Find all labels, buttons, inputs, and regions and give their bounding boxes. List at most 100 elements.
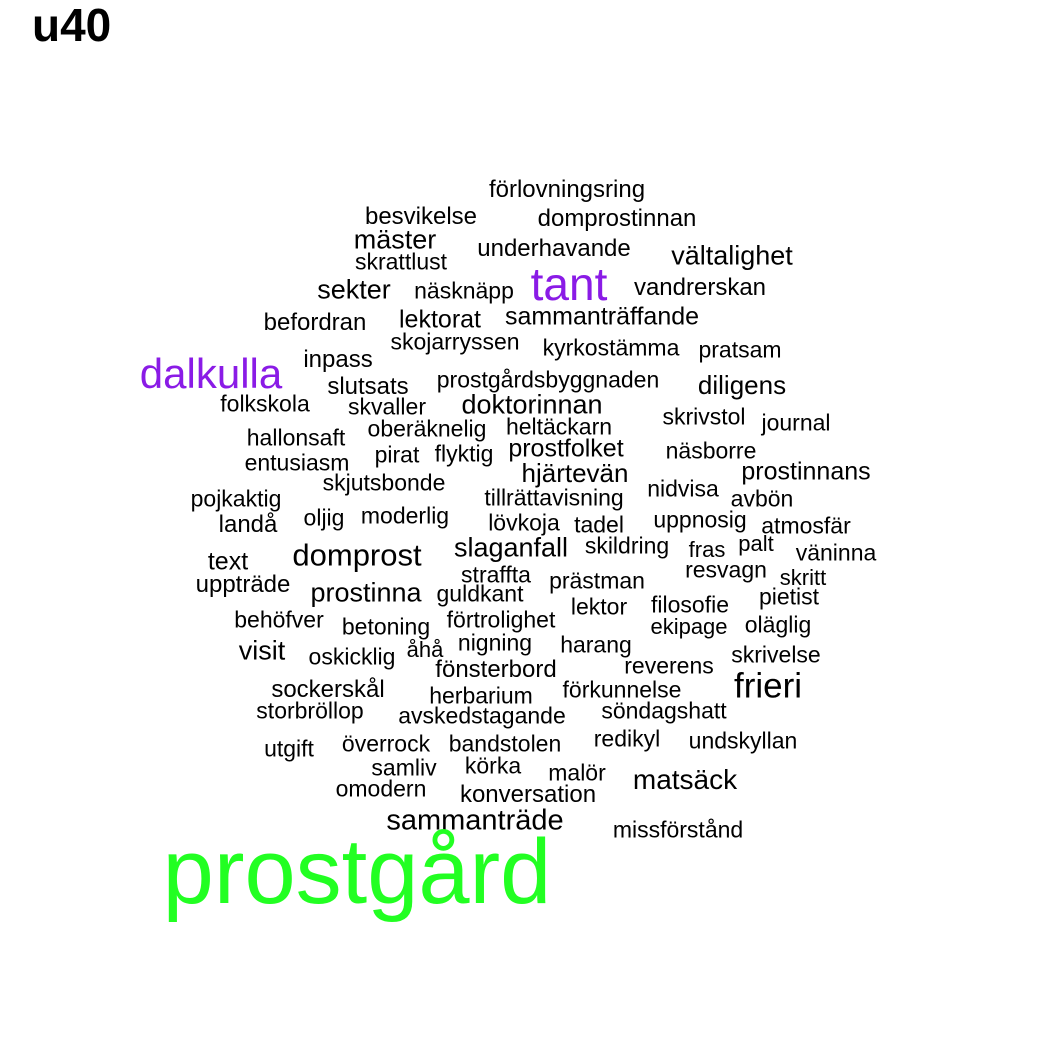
word-79: reverens [624,652,714,679]
word-22: diligens [697,370,787,400]
word-13: lektorat [399,305,481,334]
word-15: skojarryssen [390,328,520,355]
word-98: sammanträde [386,804,564,837]
word-78: fönsterbord [435,656,557,683]
word-3: domprostinnan [537,205,697,232]
word-83: förkunnelse [562,676,682,703]
word-43: oljig [303,504,345,531]
word-51: slaganfall [453,532,569,563]
word-24: skvaller [348,393,426,420]
word-20: slutsats [327,373,409,400]
word-74: harang [560,631,632,658]
word-48: uppnosig [653,506,747,533]
word-47: tadel [574,511,624,538]
word-95: matsäck [632,764,738,795]
word-73: nigning [457,629,533,656]
word-38: skjutsbonde [322,469,446,496]
word-23: folkskola [220,390,310,417]
word-94: malör [548,759,606,786]
word-68: förtrolighet [446,606,556,633]
word-88: undskyllan [688,727,798,754]
word-12: befordran [263,309,367,336]
word-84: storbröllop [256,697,364,724]
word-35: entusiasm [244,449,350,476]
word-76: åhå [406,637,444,662]
word-61: prostinna [310,577,422,608]
word-9: sekter [317,274,391,305]
word-29: heltäckarn [505,413,613,440]
word-5: underhavande [477,235,631,262]
word-28: oberäknelig [367,415,487,442]
word-4: mäster [353,224,437,255]
word-65: lektor [570,593,628,620]
word-72: visit [238,635,286,666]
word-75: oskicklig [308,643,396,670]
word-32: pirat [374,441,420,468]
word-100: prostgård [162,821,552,923]
word-49: atmosfär [761,512,851,539]
word-2: besvikelse [364,203,478,230]
word-7: vältalighet [671,240,793,271]
word-97: konversation [459,781,597,808]
word-60: uppträde [195,571,291,598]
word-66: filosofie [651,591,729,618]
word-54: fras [688,537,726,562]
word-80: frieri [733,666,803,706]
word-57: straffta [461,561,531,588]
word-81: sockerskål [271,676,385,703]
word-99: missförstånd [612,816,744,843]
word-39: nidvisa [647,475,719,502]
word-85: söndagshatt [601,697,727,724]
word-21: prostgårdsbyggnaden [436,366,660,393]
word-33: flyktig [434,440,494,467]
word-77: skrivelse [731,641,821,668]
word-46: lövkoja [488,509,560,536]
word-71: oläglig [744,611,812,638]
word-42: avbön [730,485,794,512]
word-26: skrivstol [662,403,746,430]
word-25: doktorinnan [461,389,603,420]
word-59: skritt [779,565,827,590]
word-62: prästman [549,567,645,594]
word-82: herbarium [429,682,533,709]
word-18: inpass [303,346,373,373]
word-96: omodern [335,775,427,802]
word-56: text [207,547,249,576]
word-70: ekipage [650,614,728,639]
word-19: dalkulla [139,350,283,397]
word-67: behöfver [234,606,324,633]
word-11: vandrerskan [633,274,767,301]
word-14: sammanträffande [504,302,700,331]
word-64: pietist [758,583,820,610]
word-90: överrock [341,730,431,757]
word-93: körka [464,752,522,779]
word-1: förlovningsring [488,176,646,203]
word-69: betoning [341,613,431,640]
word-30: hallonsaft [246,424,346,451]
word-44: moderlig [360,502,450,529]
word-40: pojkaktig [190,485,282,512]
word-8: tant [530,258,608,310]
word-86: avskedstagande [398,702,566,729]
word-27: journal [761,409,831,436]
word-58: resvagn [685,556,767,583]
word-52: skildring [584,532,670,559]
word-6: skrattlust [354,248,448,275]
word-53: palt [738,531,774,556]
word-50: domprost [292,537,422,573]
word-34: näsborre [665,437,757,464]
word-89: utgift [264,735,314,762]
word-91: bandstolen [448,730,562,757]
word-45: landå [218,511,278,538]
word-37: prostinnans [741,457,871,486]
word-10: näsknäpp [414,277,514,304]
word-16: kyrkostämma [542,334,680,361]
word-31: prostfolket [508,434,624,463]
word-87: redikyl [593,725,661,752]
word-92: samliv [371,754,437,781]
word-36: hjärtevän [521,458,629,488]
word-41: tillrättavisning [484,484,624,511]
word-55: väninna [795,539,877,566]
word-63: guldkant [436,580,524,607]
